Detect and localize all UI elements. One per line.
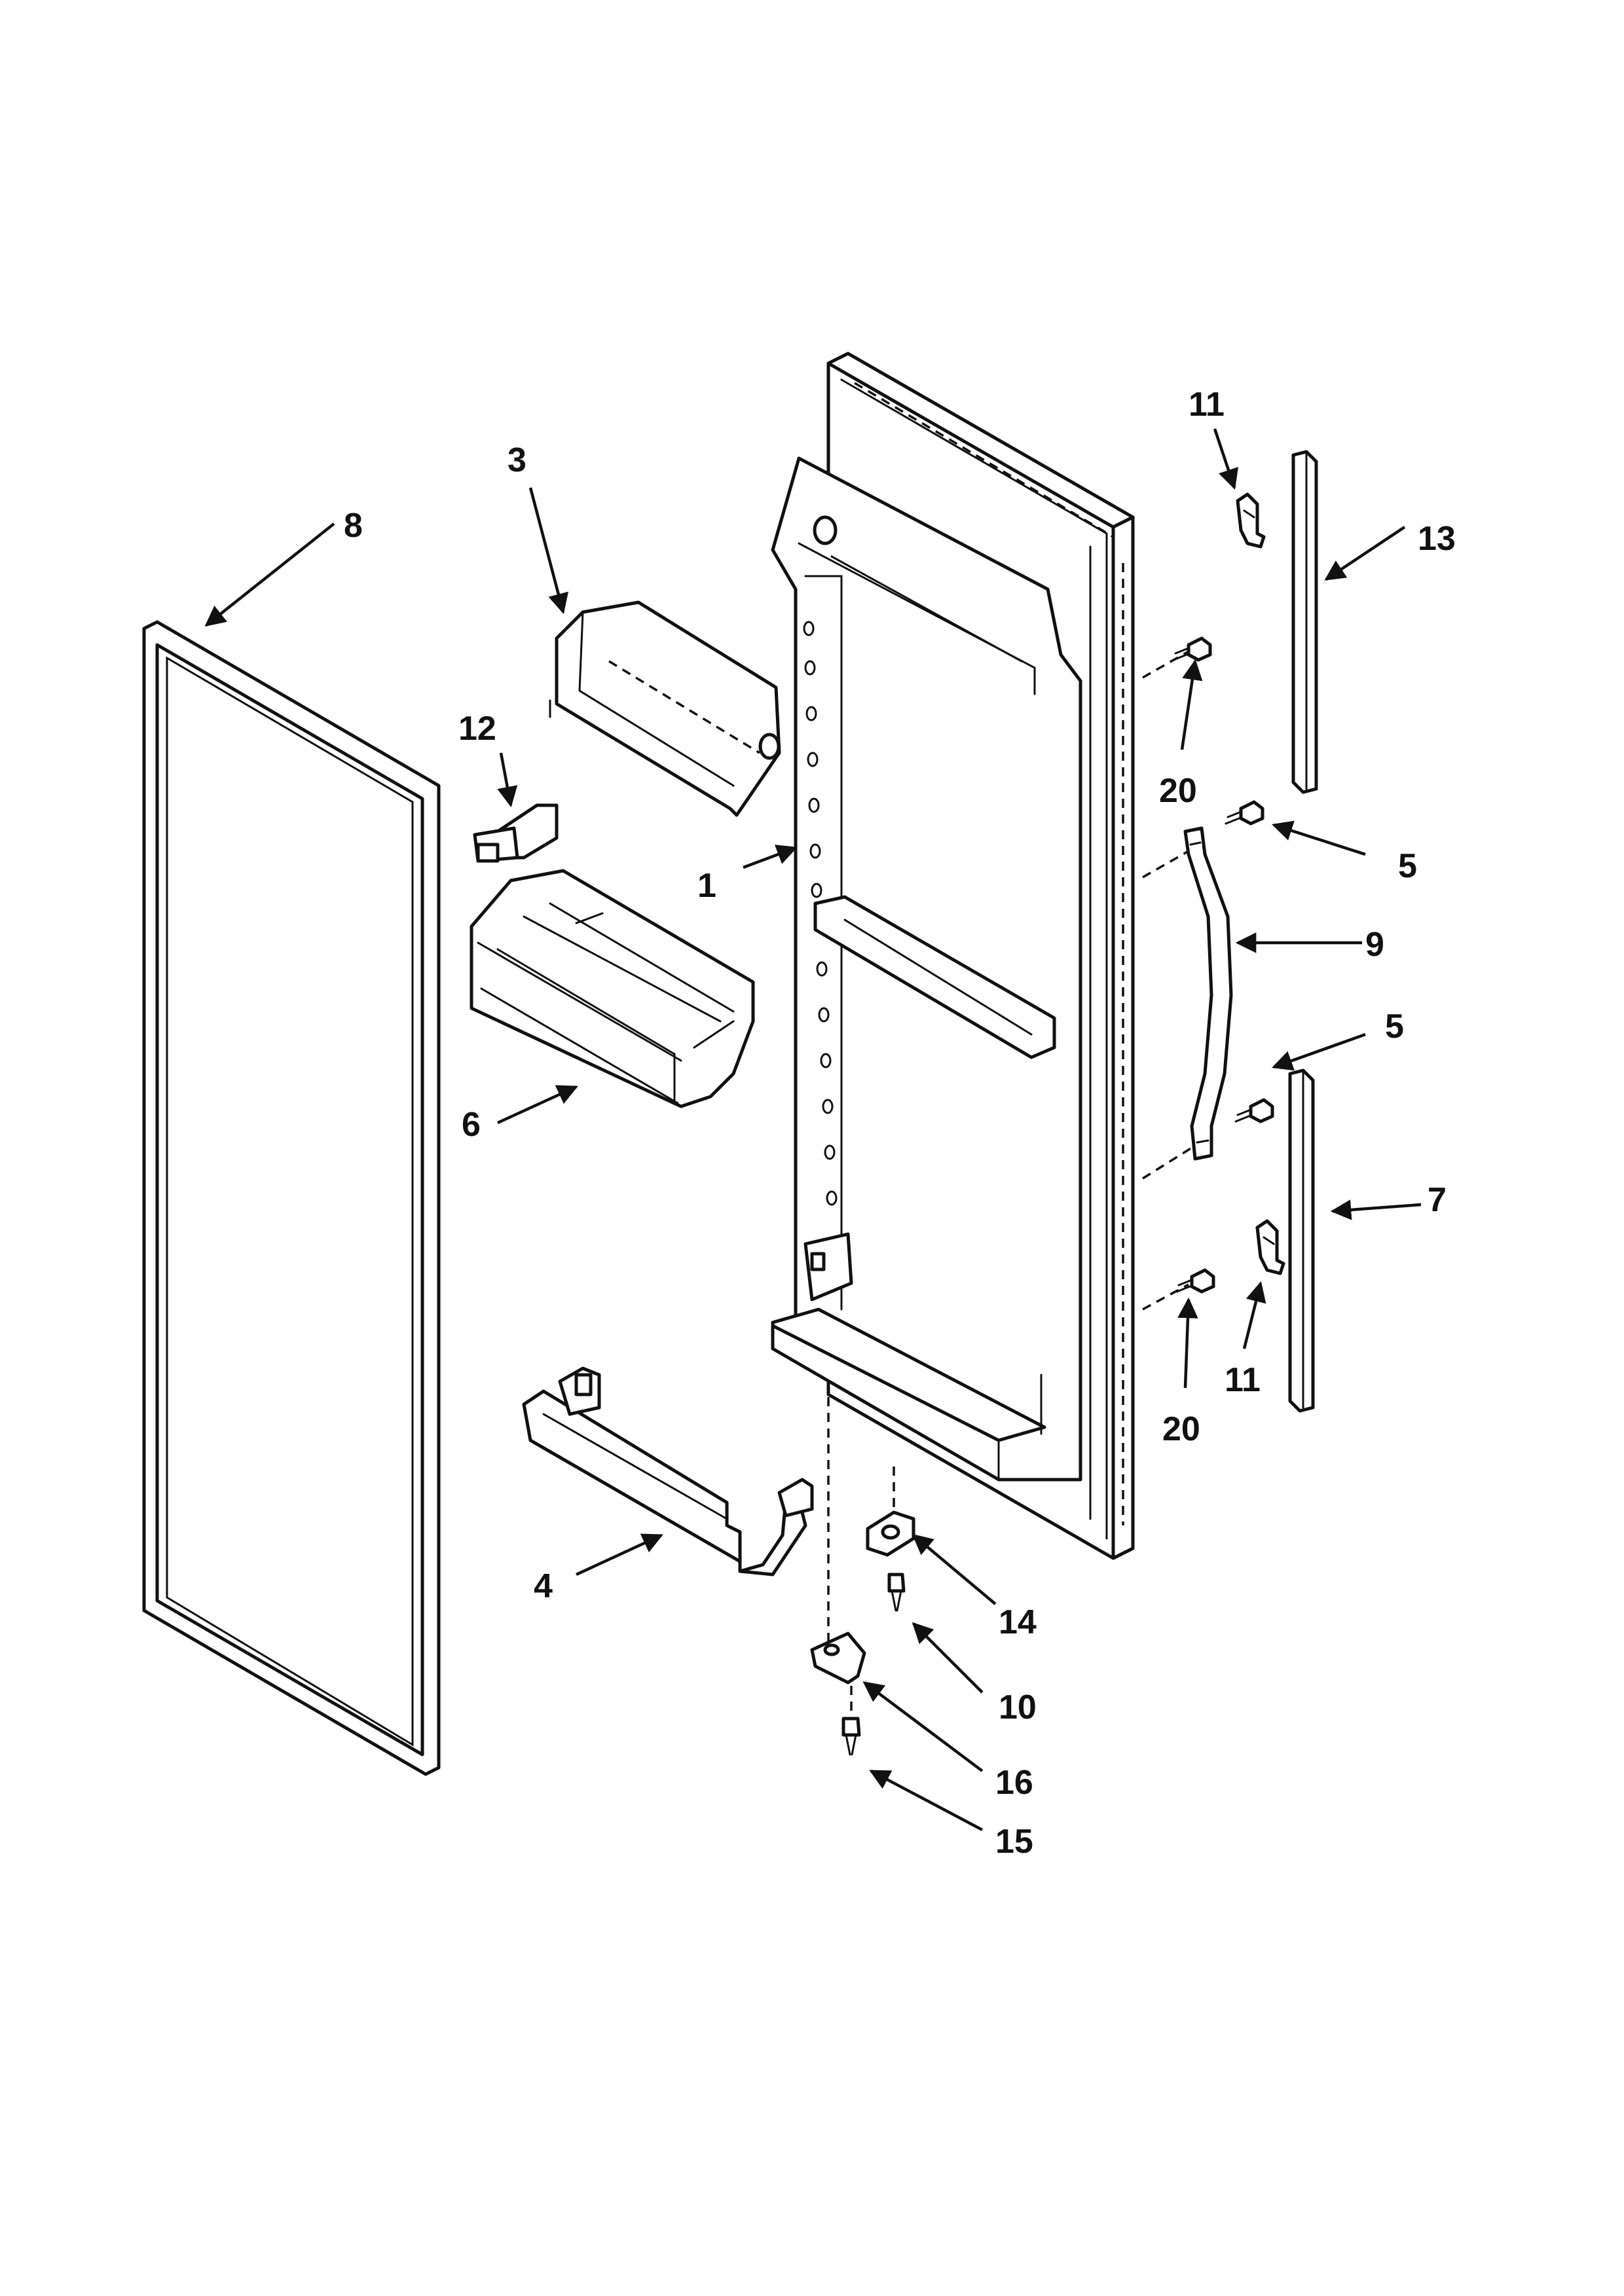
callout-10: 10 bbox=[999, 1688, 1037, 1726]
callout-3: 3 bbox=[507, 441, 526, 479]
screw-5-upper bbox=[1225, 800, 1264, 826]
callout-8: 8 bbox=[344, 507, 363, 545]
callout-11-lower: 11 bbox=[1225, 1361, 1261, 1399]
screw-15 bbox=[841, 1717, 861, 1756]
door-shelf bbox=[522, 1366, 814, 1576]
callout-9: 9 bbox=[1365, 926, 1384, 964]
door-liner bbox=[771, 352, 1135, 1560]
callout-16: 16 bbox=[995, 1764, 1033, 1802]
door-handle bbox=[1183, 826, 1233, 1161]
callout-13: 13 bbox=[1418, 520, 1456, 558]
retainer-clip bbox=[473, 803, 559, 863]
callouts: 8 3 12 1 6 4 11 13 20 5 9 5 7 11 20 14 1… bbox=[344, 386, 1456, 1861]
clip-lower bbox=[1255, 1219, 1285, 1275]
screw-20-upper bbox=[1172, 636, 1212, 662]
callout-11-upper: 11 bbox=[1189, 386, 1225, 424]
door-gasket bbox=[142, 620, 441, 1776]
callout-4: 4 bbox=[534, 1567, 553, 1605]
leader-lines bbox=[204, 428, 1422, 1831]
hinge-pin-16 bbox=[810, 1631, 866, 1685]
upper-trim-strip bbox=[1291, 450, 1318, 794]
callout-20-upper: 20 bbox=[1159, 772, 1197, 810]
clip-upper bbox=[1236, 492, 1266, 549]
callout-12: 12 bbox=[458, 710, 496, 748]
callout-5-upper: 5 bbox=[1398, 847, 1417, 885]
callout-15: 15 bbox=[995, 1823, 1033, 1861]
screw-10 bbox=[887, 1573, 906, 1612]
door-bin bbox=[470, 869, 755, 1108]
screw-5-lower bbox=[1234, 1098, 1274, 1123]
callout-6: 6 bbox=[462, 1106, 481, 1144]
callout-14: 14 bbox=[999, 1603, 1037, 1641]
callout-5-lower: 5 bbox=[1385, 1008, 1404, 1046]
lower-trim-strip bbox=[1288, 1068, 1315, 1413]
callout-1: 1 bbox=[697, 867, 716, 905]
dairy-door bbox=[549, 600, 781, 817]
liner-holes bbox=[803, 621, 838, 1206]
callout-7: 7 bbox=[1428, 1181, 1447, 1219]
screw-20-lower bbox=[1175, 1268, 1215, 1294]
callout-20-lower: 20 bbox=[1162, 1410, 1200, 1448]
hinge-bracket-14 bbox=[866, 1510, 915, 1557]
